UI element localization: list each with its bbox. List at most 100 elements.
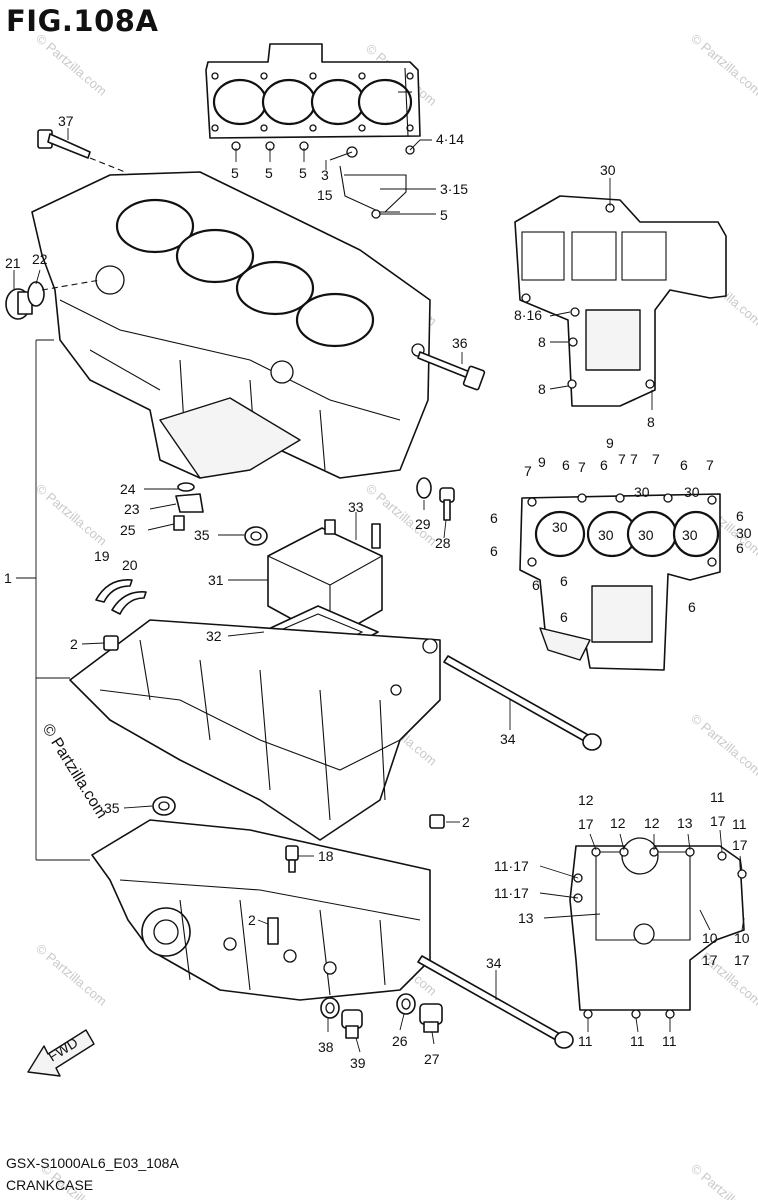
callout-7: 7 bbox=[524, 463, 532, 479]
callout-6: 6 bbox=[562, 457, 570, 473]
crank-bearing-20 bbox=[111, 591, 147, 615]
callout-13: 13 bbox=[677, 815, 693, 831]
callout-35: 35 bbox=[104, 800, 120, 816]
washer-29 bbox=[416, 477, 432, 499]
callout-30: 30 bbox=[684, 484, 700, 500]
callout-19: 19 bbox=[94, 548, 110, 564]
watermark: © Partzilla.com bbox=[33, 941, 110, 1009]
plug-39 bbox=[341, 1009, 363, 1039]
callout-29: 29 bbox=[415, 516, 431, 532]
callout-5: 5 bbox=[231, 165, 239, 181]
callout-6: 6 bbox=[560, 609, 568, 625]
bolt-34-upper bbox=[443, 655, 602, 751]
upper-crankcase bbox=[31, 171, 431, 479]
callout-6: 6 bbox=[490, 543, 498, 559]
callout-12: 12 bbox=[610, 815, 626, 831]
callout-5: 5 bbox=[265, 165, 273, 181]
lower-case-bolt-view bbox=[569, 837, 747, 1019]
callout-6: 6 bbox=[490, 510, 498, 526]
seal-35-lower bbox=[152, 796, 176, 816]
callout-3: 3 bbox=[321, 167, 329, 183]
callout-33: 33 bbox=[348, 499, 364, 515]
washer-38 bbox=[320, 997, 340, 1019]
callout-5: 5 bbox=[299, 165, 307, 181]
callout-6: 6 bbox=[600, 457, 608, 473]
callout-6: 6 bbox=[688, 599, 696, 615]
callout-6: 6 bbox=[680, 457, 688, 473]
callout-38: 38 bbox=[318, 1039, 334, 1055]
figure-title: FIG.108A bbox=[6, 4, 159, 38]
bolt-34-lower bbox=[417, 955, 574, 1049]
middle-crankcase bbox=[69, 619, 441, 841]
plug-27 bbox=[419, 1003, 443, 1033]
callout-17: 17 bbox=[702, 952, 718, 968]
callout-7: 7 bbox=[618, 451, 626, 467]
watermark: © Partzilla.com bbox=[688, 31, 758, 99]
callout-39: 39 bbox=[350, 1055, 366, 1071]
callout-8: 8 bbox=[647, 414, 655, 430]
callout-32: 32 bbox=[206, 628, 222, 644]
callout-20: 20 bbox=[122, 557, 138, 573]
callout-22: 22 bbox=[32, 251, 48, 267]
callout-30: 30 bbox=[634, 484, 650, 500]
callout-7: 7 bbox=[706, 457, 714, 473]
washer-26 bbox=[396, 993, 416, 1015]
callout-5: 5 bbox=[440, 207, 448, 223]
callout-35: 35 bbox=[194, 527, 210, 543]
callout-30: 30 bbox=[638, 527, 654, 543]
head-dowel-bolts bbox=[231, 141, 415, 219]
callout-4-14: 4·14 bbox=[436, 131, 464, 147]
callout-3-15: 3·15 bbox=[440, 181, 468, 197]
callout-30: 30 bbox=[552, 519, 568, 535]
callout-11-17: 11·17 bbox=[494, 858, 529, 874]
callout-27: 27 bbox=[424, 1051, 440, 1067]
callout-11: 11 bbox=[662, 1033, 677, 1049]
bottom-view-leaders bbox=[539, 829, 745, 1033]
callout-8: 8 bbox=[538, 334, 546, 350]
callout-9: 9 bbox=[538, 454, 546, 470]
callout-11-17: 11·17 bbox=[494, 885, 529, 901]
callout-11: 11 bbox=[710, 789, 725, 805]
dowel-pin-2a bbox=[103, 635, 119, 651]
callout-2: 2 bbox=[462, 814, 470, 830]
callout-10: 10 bbox=[702, 930, 718, 946]
cylinder-head-gasket bbox=[205, 43, 421, 139]
callout-30: 30 bbox=[600, 162, 616, 178]
callout-2: 2 bbox=[248, 912, 256, 928]
bolt-37 bbox=[37, 129, 126, 173]
watermark-dark: © Partzilla.com bbox=[39, 721, 111, 821]
callout-15: 15 bbox=[317, 187, 333, 203]
dowel-pin-2c bbox=[267, 917, 279, 945]
callout-11: 11 bbox=[578, 1033, 593, 1049]
callout-13: 13 bbox=[518, 910, 534, 926]
callout-10: 10 bbox=[734, 930, 750, 946]
middle-case-bolt-view bbox=[519, 493, 721, 671]
upper-case-top-view bbox=[514, 195, 727, 407]
callout-30: 30 bbox=[736, 525, 752, 541]
callout-6: 6 bbox=[736, 540, 744, 556]
leader-lines bbox=[13, 128, 653, 1053]
callout-8-16: 8·16 bbox=[514, 307, 542, 323]
callout-17: 17 bbox=[732, 837, 748, 853]
callout-26: 26 bbox=[392, 1033, 408, 1049]
callout-12: 12 bbox=[644, 815, 660, 831]
watermark: © Partzilla.com bbox=[688, 1161, 758, 1200]
callouts: 37 5 5 5 3 15 4·14 3·15 5 21 22 30 8·16 … bbox=[4, 113, 752, 1071]
dowel-pin-2b bbox=[429, 814, 445, 829]
callout-25: 25 bbox=[120, 522, 136, 538]
watermark: © Partzilla.com bbox=[33, 481, 110, 549]
callout-30: 30 bbox=[682, 527, 698, 543]
callout-1: 1 bbox=[4, 570, 12, 586]
callout-11: 11 bbox=[732, 816, 747, 832]
figure-footer-code: GSX-S1000AL6_E03_108A bbox=[6, 1155, 179, 1171]
callout-31: 31 bbox=[208, 572, 224, 588]
callout-37: 37 bbox=[58, 113, 74, 129]
callout-17: 17 bbox=[710, 813, 726, 829]
callout-24: 24 bbox=[120, 481, 136, 497]
callout-34: 34 bbox=[486, 955, 502, 971]
callout-6: 6 bbox=[736, 508, 744, 524]
callout-6: 6 bbox=[532, 577, 540, 593]
callout-6: 6 bbox=[560, 573, 568, 589]
callout-12: 12 bbox=[578, 792, 594, 808]
breather-cover-31 bbox=[267, 519, 383, 641]
